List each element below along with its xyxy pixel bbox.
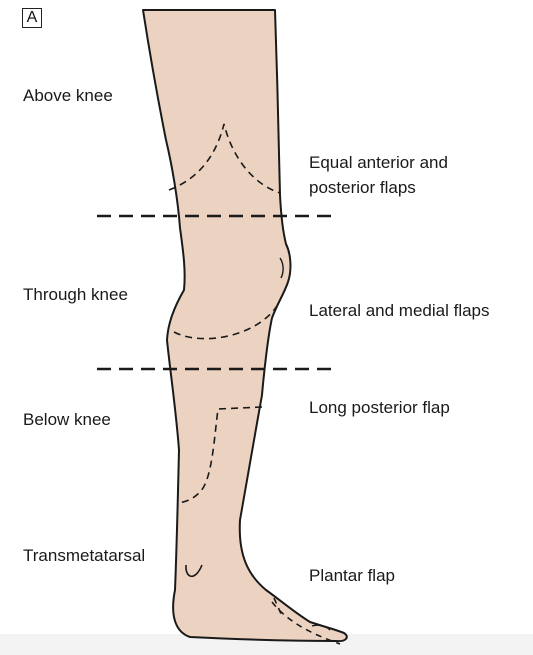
panel-letter: A xyxy=(22,8,42,28)
leg-outline xyxy=(143,10,347,641)
label-below-knee: Below knee xyxy=(23,407,111,432)
label-transmetatarsal: Transmetatarsal xyxy=(23,543,145,568)
label-equal-ap-flaps: Equal anterior and posterior flaps xyxy=(309,150,509,200)
label-through-knee: Through knee xyxy=(23,282,128,307)
label-long-posterior-flap: Long posterior flap xyxy=(309,395,450,420)
label-plantar-flap: Plantar flap xyxy=(309,563,395,588)
label-above-knee: Above knee xyxy=(23,83,113,108)
label-lateral-medial-flaps: Lateral and medial flaps xyxy=(309,298,490,323)
